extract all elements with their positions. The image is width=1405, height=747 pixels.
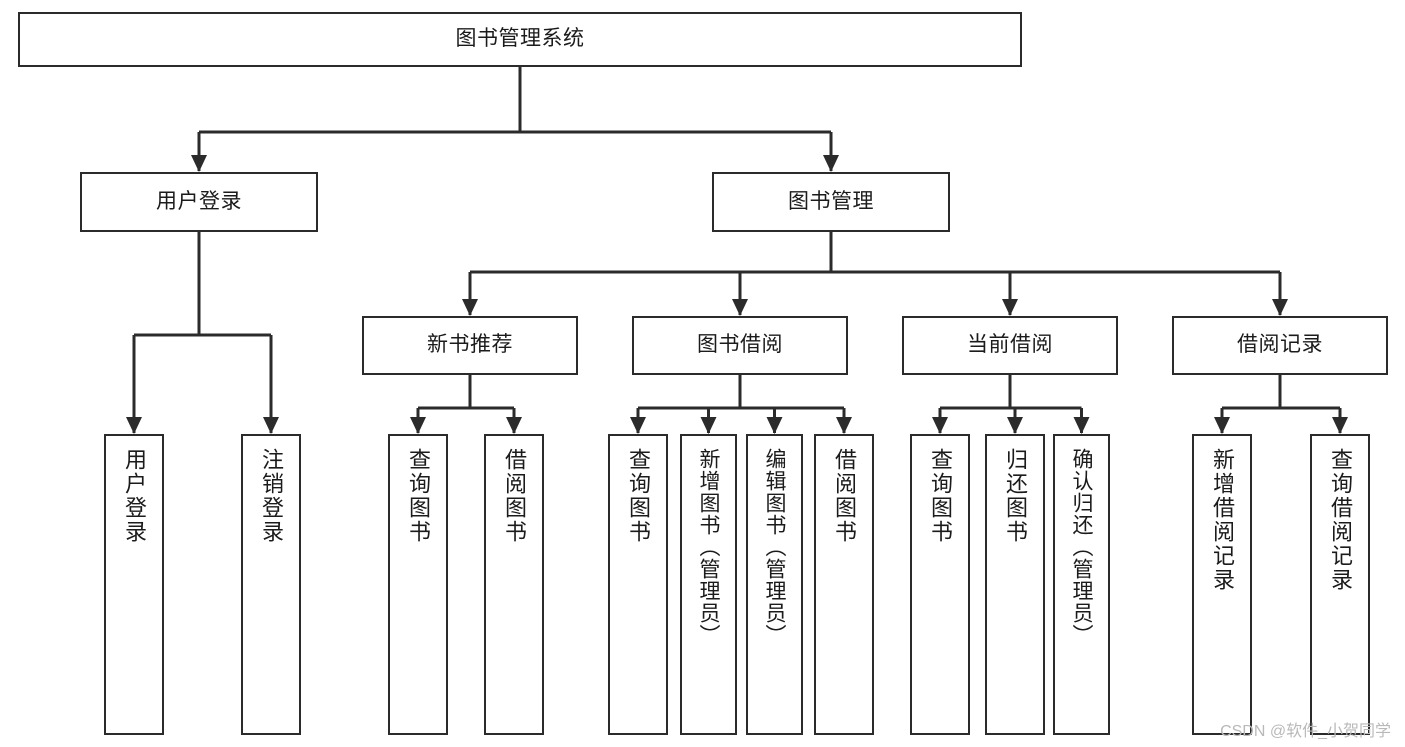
node-leaf-return-book[interactable]: 归还图书	[985, 434, 1045, 735]
node-root-label: 图书管理系统	[455, 27, 585, 51]
node-leaf-return-book-label: 归还图书	[1003, 448, 1028, 544]
node-book-borrow[interactable]: 图书借阅	[632, 316, 848, 375]
node-book-manage-label: 图书管理	[788, 189, 874, 213]
node-user-login[interactable]: 用户登录	[80, 172, 318, 232]
node-borrow-record-label: 借阅记录	[1237, 333, 1323, 357]
node-new-book-recommend-label: 新书推荐	[427, 333, 513, 357]
node-book-manage[interactable]: 图书管理	[712, 172, 950, 232]
node-leaf-add-record-label: 新增借阅记录	[1210, 448, 1235, 592]
node-leaf-logout[interactable]: 注销登录	[241, 434, 301, 735]
node-leaf-edit-book[interactable]: 编辑图书（管理员）	[746, 434, 803, 735]
node-leaf-logout-label: 注销登录	[259, 448, 284, 544]
node-leaf-borrow-book-2[interactable]: 借阅图书	[814, 434, 874, 735]
node-current-borrow-label: 当前借阅	[967, 333, 1053, 357]
node-leaf-query-book-1[interactable]: 查询图书	[388, 434, 448, 735]
node-leaf-user-login-label: 用户登录	[122, 448, 147, 544]
node-leaf-add-book-label: 新增图书（管理员）	[697, 448, 720, 646]
node-leaf-query-book-1-label: 查询图书	[406, 448, 431, 544]
node-leaf-query-book-2-label: 查询图书	[626, 448, 651, 544]
node-current-borrow[interactable]: 当前借阅	[902, 316, 1118, 375]
node-borrow-record[interactable]: 借阅记录	[1172, 316, 1388, 375]
node-leaf-confirm-return-label: 确认归还（管理员）	[1070, 448, 1093, 646]
node-book-borrow-label: 图书借阅	[697, 333, 783, 357]
node-leaf-user-login[interactable]: 用户登录	[104, 434, 164, 735]
node-leaf-add-record[interactable]: 新增借阅记录	[1192, 434, 1252, 735]
node-leaf-confirm-return[interactable]: 确认归还（管理员）	[1053, 434, 1110, 735]
node-leaf-edit-book-label: 编辑图书（管理员）	[763, 448, 786, 646]
node-leaf-borrow-book-1-label: 借阅图书	[502, 448, 527, 544]
node-leaf-query-record[interactable]: 查询借阅记录	[1310, 434, 1370, 735]
node-leaf-query-book-2[interactable]: 查询图书	[608, 434, 668, 735]
node-user-login-label: 用户登录	[156, 189, 242, 213]
node-leaf-query-record-label: 查询借阅记录	[1328, 448, 1353, 592]
node-root[interactable]: 图书管理系统	[18, 12, 1022, 67]
node-leaf-borrow-book-2-label: 借阅图书	[832, 448, 857, 544]
node-leaf-borrow-book-1[interactable]: 借阅图书	[484, 434, 544, 735]
node-new-book-recommend[interactable]: 新书推荐	[362, 316, 578, 375]
node-leaf-query-book-3[interactable]: 查询图书	[910, 434, 970, 735]
node-leaf-query-book-3-label: 查询图书	[928, 448, 953, 544]
node-leaf-add-book[interactable]: 新增图书（管理员）	[680, 434, 737, 735]
